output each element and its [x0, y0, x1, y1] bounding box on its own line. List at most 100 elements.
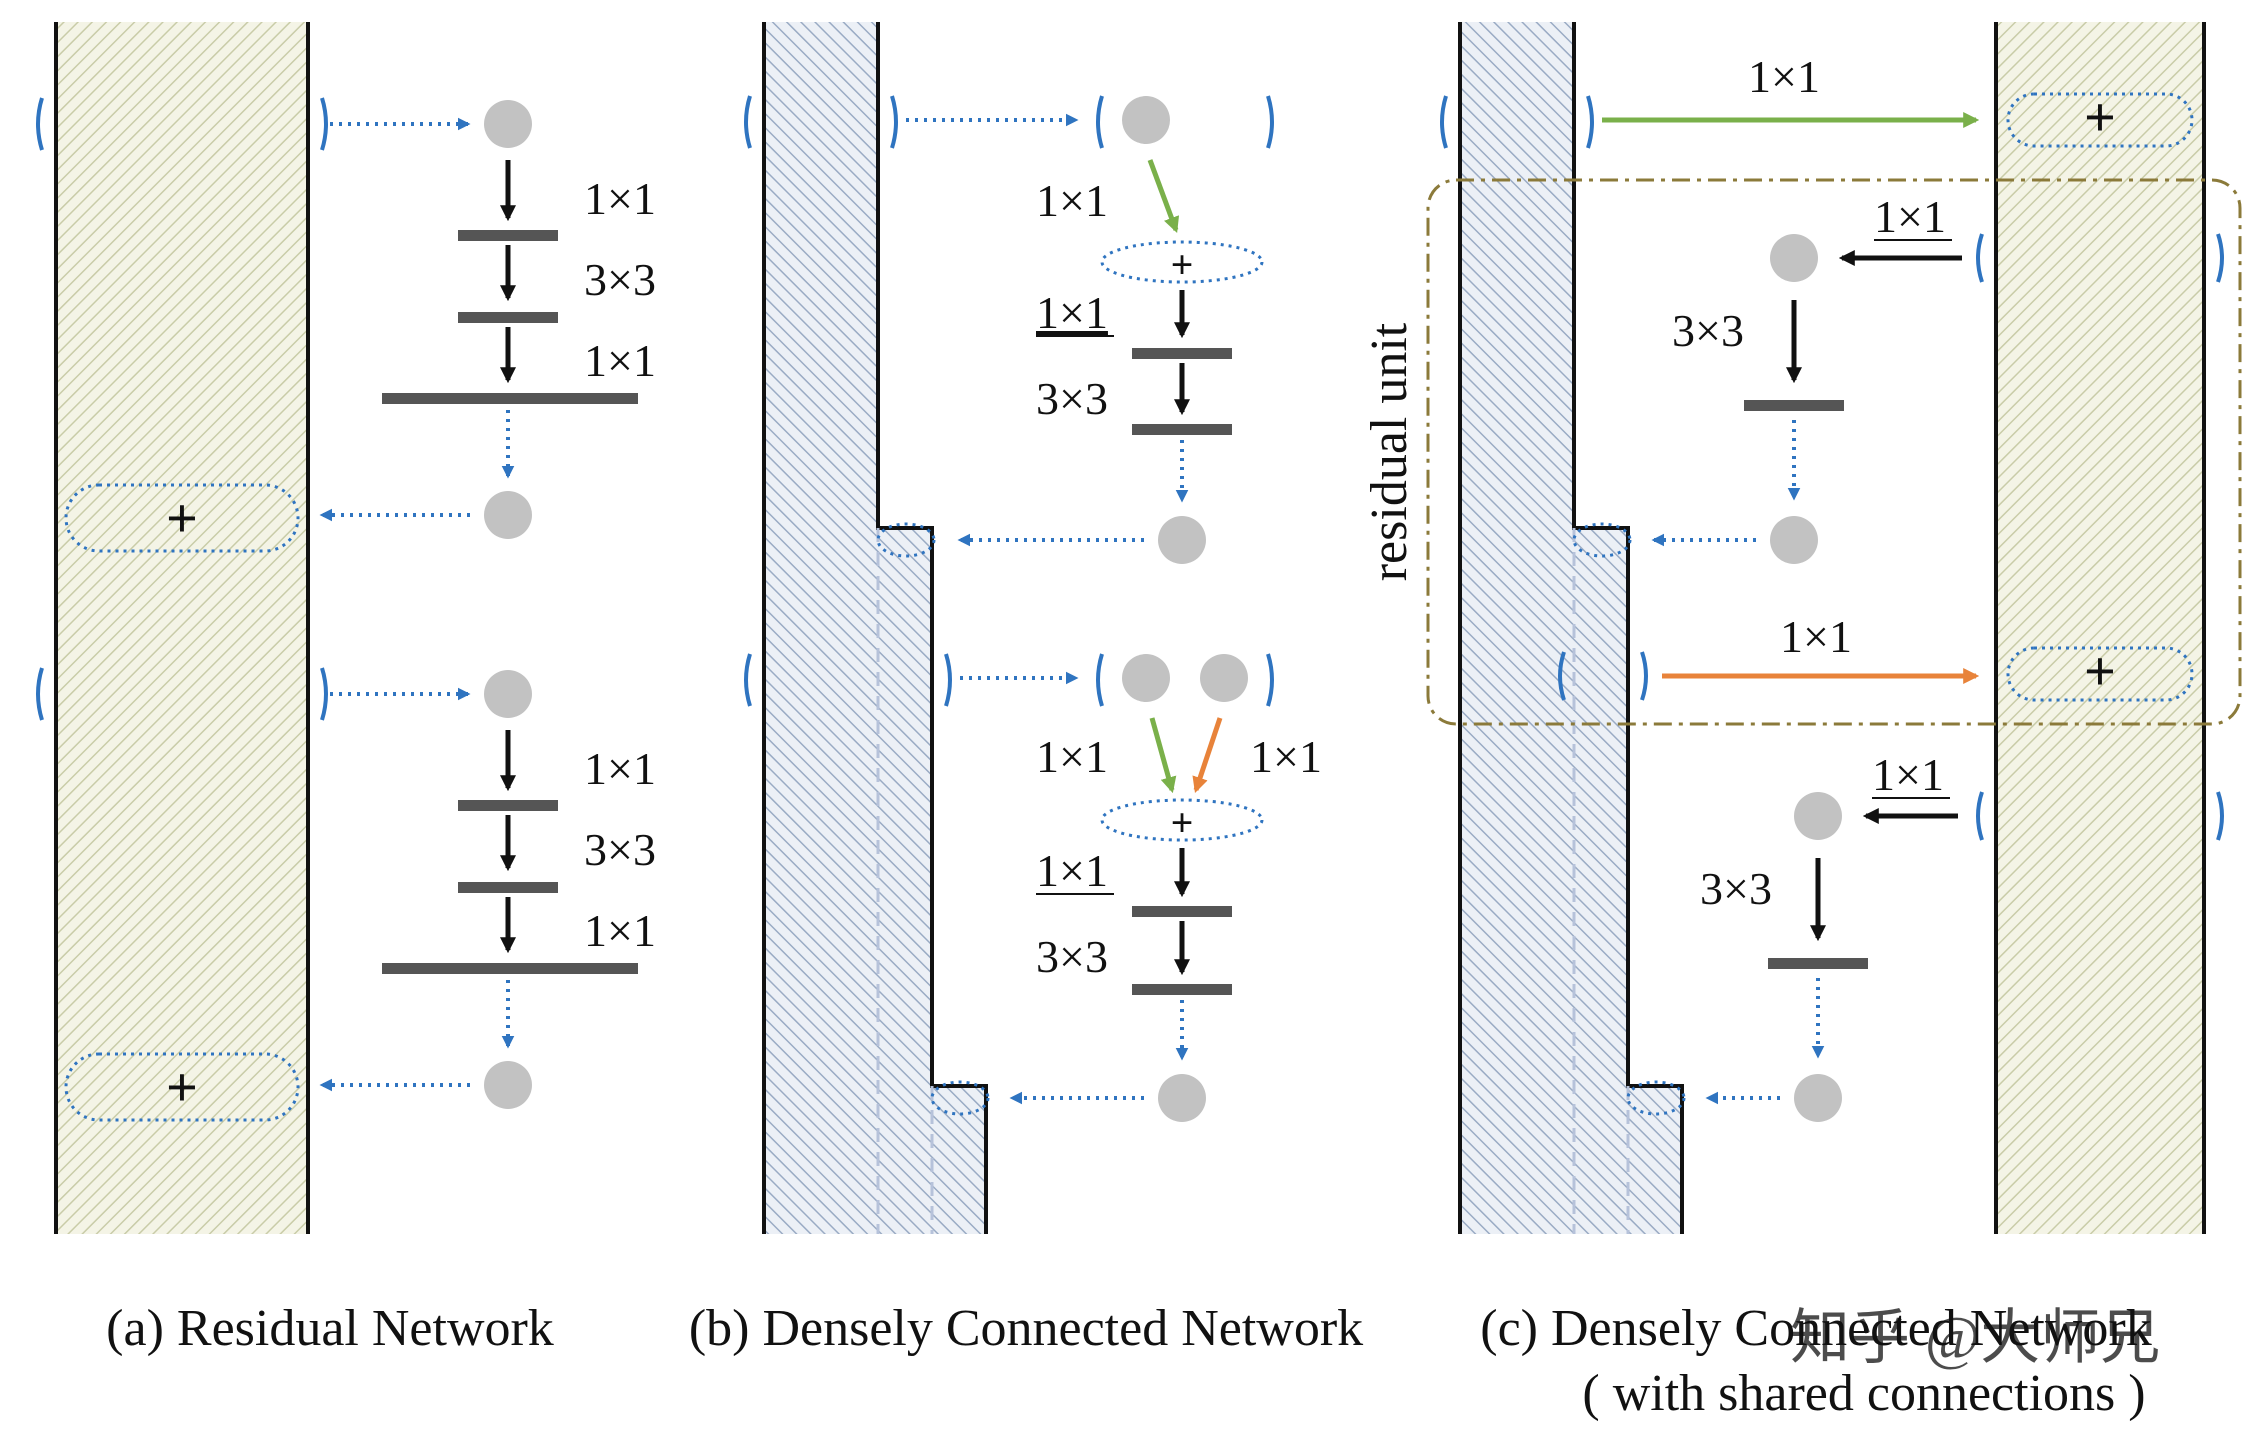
dense-block-2: + 1×1 1×1 1×1 3×3	[744, 653, 1322, 1122]
layer-bar	[1132, 906, 1232, 917]
layer-bar	[1744, 400, 1844, 411]
layer-bar-wide	[382, 963, 638, 974]
residual-feature-column	[56, 22, 308, 1234]
open-bracket	[36, 97, 44, 151]
open-bracket	[1976, 233, 1984, 283]
residual-unit-frame	[1426, 178, 2242, 726]
op-label: 1×1	[1780, 611, 1852, 662]
output-node	[1158, 1074, 1206, 1122]
close-bracket	[1640, 651, 1648, 701]
close-bracket	[320, 97, 328, 151]
concat-oval	[1626, 1080, 1686, 1116]
panel-a: + 1×1 3×3 1×1 + 1×1 3×3 1×1 (a) Re	[36, 22, 656, 1357]
residual-unit-label: residual unit	[1361, 322, 1418, 581]
sum-oval	[64, 1052, 300, 1122]
sum-plus: +	[166, 488, 198, 550]
open-bracket	[1558, 651, 1566, 701]
input-node	[484, 100, 532, 148]
layer-bar	[458, 230, 558, 241]
shared-connection-1: 1×1 +	[1440, 51, 2194, 149]
sum-plus: +	[2084, 87, 2116, 149]
output-node	[1794, 1074, 1842, 1122]
green-arrow	[1147, 159, 1180, 233]
close-bracket	[2216, 233, 2224, 283]
op-label-underlined: 1×1	[1036, 287, 1108, 338]
op-label: 1×1	[1036, 175, 1108, 226]
shared-connection-2: 1×1 +	[1558, 611, 2194, 703]
op-label: 1×1	[1250, 731, 1322, 782]
layer-bar	[1768, 958, 1868, 969]
panel-c: 1×1 + residual unit 1×1 3×3	[1361, 22, 2242, 1422]
input-node	[1200, 654, 1248, 702]
concat-oval	[876, 522, 936, 558]
sum-plus: +	[1171, 800, 1194, 845]
op-label: 3×3	[1036, 373, 1108, 424]
output-node	[1770, 516, 1818, 564]
layer-bar	[1132, 984, 1232, 995]
sum-plus: +	[1171, 242, 1194, 287]
input-node	[1770, 234, 1818, 282]
open-bracket	[1440, 95, 1448, 149]
op-label: 3×3	[584, 254, 656, 305]
op-label: 3×3	[1036, 931, 1108, 982]
concat-oval	[1572, 522, 1632, 558]
panel-b: + 1×1 1×1 3×3 +	[689, 22, 1363, 1357]
input-node	[484, 670, 532, 718]
concat-oval	[930, 1080, 990, 1116]
sum-plus: +	[2084, 641, 2116, 703]
op-label: 3×3	[584, 824, 656, 875]
input-node	[1122, 96, 1170, 144]
close-bracket	[2216, 791, 2224, 841]
residual-unit-1: 1×1 3×3	[1572, 191, 2224, 564]
open-bracket	[744, 95, 752, 149]
input-node	[1122, 654, 1170, 702]
group-open-bracket	[1096, 653, 1104, 707]
watermark: 知乎 @大师兄	[1790, 1305, 2160, 1371]
sum-oval	[1100, 798, 1264, 842]
column-right-edge	[1572, 22, 1684, 1234]
input-node	[1794, 792, 1842, 840]
residual-unit-2: 1×1 3×3	[1626, 749, 2224, 1122]
layer-bar-wide	[382, 393, 638, 404]
residual-block-1: + 1×1 3×3 1×1	[36, 97, 656, 553]
group-open-bracket	[1096, 95, 1104, 149]
sum-plus: +	[166, 1057, 198, 1119]
close-bracket	[320, 667, 328, 721]
op-label: 3×3	[1672, 305, 1744, 356]
close-bracket	[944, 653, 952, 707]
caption-b: (b) Densely Connected Network	[689, 1300, 1363, 1357]
output-node	[1158, 516, 1206, 564]
layer-bar	[458, 800, 558, 811]
output-node	[484, 491, 532, 539]
caption-a: (a) Residual Network	[106, 1300, 554, 1357]
close-bracket	[890, 95, 898, 149]
op-label: 1×1	[1748, 51, 1820, 102]
group-close-bracket	[1266, 95, 1274, 149]
layer-bar	[1132, 348, 1232, 359]
caption-c-line1: (c) Densely Connected Network	[1480, 1300, 2151, 1357]
orange-arrow	[1192, 717, 1223, 794]
sum-oval	[2006, 92, 2194, 148]
caption-c-line2: ( with shared connections )	[1582, 1365, 2145, 1422]
op-label: 3×3	[1700, 863, 1772, 914]
op-label: 1×1	[584, 743, 656, 794]
sum-oval	[64, 483, 300, 553]
op-label: 1×1	[584, 905, 656, 956]
output-node	[484, 1061, 532, 1109]
dense-block-1: + 1×1 1×1 3×3	[744, 95, 1274, 564]
op-label: 1×1	[584, 335, 656, 386]
op-label-underlined: 1×1	[1874, 191, 1946, 242]
layer-bar	[458, 882, 558, 893]
op-label-underlined: 1×1	[1872, 749, 1944, 800]
residual-block-2: + 1×1 3×3 1×1	[36, 667, 656, 1122]
column-right-edge	[876, 22, 988, 1234]
sum-oval	[1100, 240, 1264, 284]
op-label-underlined: 1×1	[1036, 845, 1108, 896]
open-bracket	[1976, 791, 1984, 841]
sum-oval	[2006, 646, 2194, 702]
op-label: 1×1	[584, 173, 656, 224]
green-arrow	[1149, 717, 1177, 794]
close-bracket	[1586, 95, 1594, 149]
layer-bar	[1132, 424, 1232, 435]
